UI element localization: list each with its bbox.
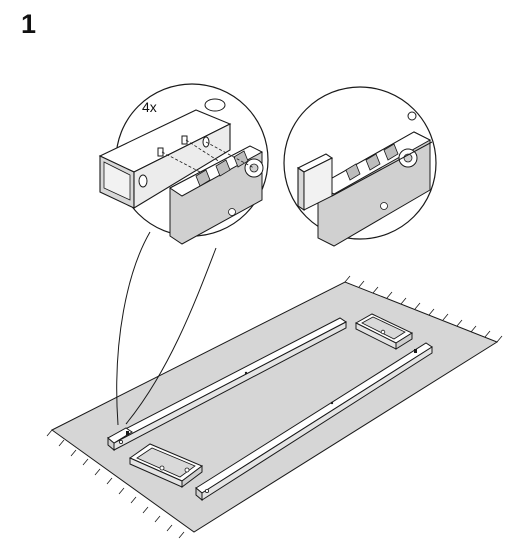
long-side-rail xyxy=(195,342,433,502)
mat-fringe xyxy=(46,275,503,539)
end-frame-piece xyxy=(354,313,414,350)
callout-leader xyxy=(116,231,217,426)
long-side-rail xyxy=(107,317,347,452)
protective-mat xyxy=(46,275,503,539)
detail-bubble-exploded: 4x xyxy=(98,83,269,245)
end-frame-piece xyxy=(128,443,203,488)
quantity-label: 4x xyxy=(142,99,157,115)
detail-bubble-assembled xyxy=(283,86,437,247)
step-number: 1 xyxy=(21,9,37,39)
